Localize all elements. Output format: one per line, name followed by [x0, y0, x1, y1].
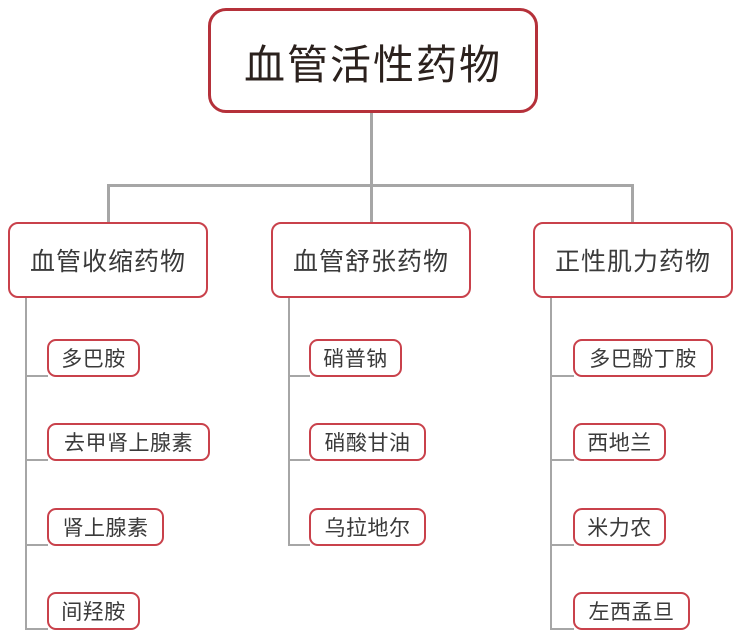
leaf-node-label: 多巴胺: [61, 348, 126, 371]
leaf-node-dobutamine[interactable]: 多巴酚丁胺: [573, 339, 713, 377]
leaf-node-label: 多巴酚丁胺: [589, 348, 697, 371]
connector-spine-column-1: [25, 298, 27, 628]
leaf-node-cedilanid[interactable]: 西地兰: [573, 423, 666, 461]
leaf-node-label: 乌拉地尔: [324, 517, 411, 540]
branch-node-label: 血管舒张药物: [292, 248, 449, 276]
leaf-node-urapidil[interactable]: 乌拉地尔: [309, 508, 426, 546]
leaf-node-milrinone[interactable]: 米力农: [573, 508, 666, 546]
connector-root-trunk: [370, 112, 373, 186]
leaf-node-label: 硝普钠: [323, 348, 388, 371]
leaf-node-label: 硝酸甘油: [324, 432, 411, 455]
connector-stub-1-2: [25, 459, 48, 461]
leaf-node-dopamine[interactable]: 多巴胺: [47, 339, 140, 377]
connector-spine-column-2: [288, 298, 290, 544]
connector-drop-branch-2: [370, 184, 373, 222]
root-node-vasoactive-drugs[interactable]: 血管活性药物: [208, 8, 538, 113]
leaf-node-sodium-nitroprusside[interactable]: 硝普钠: [309, 339, 402, 377]
connector-stub-3-4: [550, 628, 574, 630]
leaf-node-label: 左西孟旦: [588, 601, 675, 624]
connector-stub-1-3: [25, 544, 48, 546]
leaf-node-nitroglycerin[interactable]: 硝酸甘油: [309, 423, 426, 461]
leaf-node-label: 西地兰: [587, 432, 652, 455]
connector-stub-1-4: [25, 628, 48, 630]
leaf-node-label: 米力农: [587, 517, 652, 540]
connector-stub-2-1: [288, 375, 310, 377]
branch-node-label: 血管收缩药物: [29, 248, 186, 276]
connector-spine-column-3: [550, 298, 552, 628]
connector-stub-3-2: [550, 459, 574, 461]
connector-drop-branch-1: [107, 184, 110, 222]
connector-stub-2-2: [288, 459, 310, 461]
leaf-node-metaraminol[interactable]: 间羟胺: [47, 592, 140, 630]
branch-node-vasoconstrictors[interactable]: 血管收缩药物: [8, 222, 208, 298]
leaf-node-levosimendan[interactable]: 左西孟旦: [573, 592, 690, 630]
connector-stub-3-3: [550, 544, 574, 546]
connector-drop-branch-3: [631, 184, 634, 222]
branch-node-label: 正性肌力药物: [554, 248, 711, 276]
leaf-node-norepinephrine[interactable]: 去甲肾上腺素: [47, 423, 210, 461]
connector-stub-1-1: [25, 375, 48, 377]
branch-node-inotropes[interactable]: 正性肌力药物: [533, 222, 733, 298]
leaf-node-epinephrine[interactable]: 肾上腺素: [47, 508, 164, 546]
connector-stub-2-3: [288, 544, 310, 546]
leaf-node-label: 间羟胺: [61, 601, 126, 624]
branch-node-vasodilators[interactable]: 血管舒张药物: [271, 222, 471, 298]
connector-stub-3-1: [550, 375, 574, 377]
leaf-node-label: 肾上腺素: [62, 517, 149, 540]
root-node-label: 血管活性药物: [244, 41, 502, 88]
leaf-node-label: 去甲肾上腺素: [64, 432, 193, 455]
